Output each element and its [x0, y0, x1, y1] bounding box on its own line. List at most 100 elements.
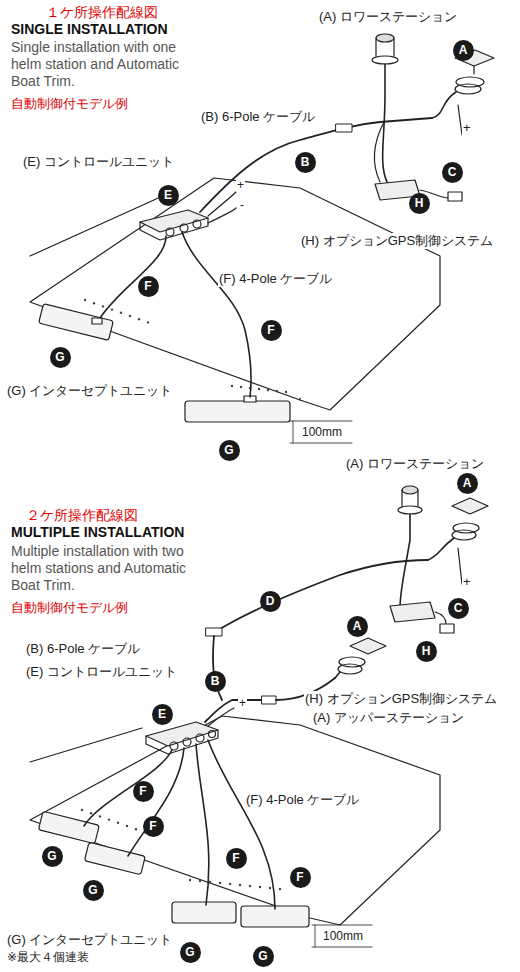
callout-badge: H	[416, 641, 437, 662]
part-label: 100mm	[301, 425, 343, 439]
part-label: (F) 4-Pole ケーブル	[245, 792, 360, 808]
callout-badge: G	[180, 942, 201, 963]
control-unit	[140, 192, 236, 240]
callout-letter: H	[415, 197, 424, 209]
part-label: (A) ロワーステーション	[318, 9, 458, 25]
callout-badge: E	[152, 704, 173, 725]
callout-badge: D	[260, 591, 281, 612]
mounting-hole	[240, 386, 242, 388]
callout-letter: G	[224, 444, 233, 456]
callout-letter: F	[139, 785, 146, 797]
mounting-hole	[259, 886, 261, 888]
callout-letter: A	[463, 477, 472, 489]
mounting-hole	[189, 879, 191, 881]
callout-badge: B	[295, 152, 316, 173]
callout-badge: C	[448, 598, 469, 619]
callout-letter: A	[353, 620, 362, 632]
callout-badge: G	[50, 347, 71, 368]
callout-letter: F	[232, 852, 239, 864]
mounting-hole	[258, 388, 260, 390]
mounting-hole	[126, 825, 128, 827]
part-label: ※最大４個連装	[6, 950, 90, 964]
part-label: (E) コントロールユニット	[25, 664, 178, 680]
mounting-hole	[129, 315, 131, 317]
part-label: (F) 4-Pole ケーブル	[218, 271, 333, 287]
callout-badge: G	[42, 846, 63, 867]
interceptor-unit	[39, 304, 290, 422]
callout-letter: C	[448, 166, 457, 178]
mounting-holes	[84, 299, 287, 393]
cable-6pole	[200, 118, 432, 212]
mounting-hole	[231, 385, 233, 387]
callout-badge: F	[138, 276, 159, 297]
control-unit	[146, 708, 234, 754]
mounting-hole	[249, 885, 251, 887]
mounting-hole	[120, 312, 122, 314]
section-heading: SINGLE INSTALLATION	[10, 21, 169, 38]
dimension-bracket	[312, 925, 372, 947]
mounting-hole	[269, 887, 271, 889]
callout-letter: B	[301, 156, 310, 168]
control-panel	[428, 498, 488, 584]
hull	[30, 178, 440, 410]
callout-letter: G	[185, 946, 194, 958]
callout-badge: F	[133, 781, 154, 802]
callout-badge: F	[143, 816, 164, 837]
mounting-hole	[135, 828, 137, 830]
mounting-hole	[219, 882, 221, 884]
mounting-hole	[276, 390, 278, 392]
part-label: ２ケ所操作配線図	[25, 507, 139, 524]
callout-badge: F	[290, 867, 311, 888]
callout-letter: F	[296, 871, 303, 883]
part-label: -	[239, 198, 245, 212]
mounting-hole	[108, 818, 110, 820]
callout-letter: H	[422, 645, 431, 657]
part-label: (B) 6-Pole ケーブル	[25, 641, 141, 657]
part-label: (A) アッパーステーション	[312, 710, 465, 726]
mounting-hole	[81, 809, 83, 811]
callout-letter: G	[258, 950, 267, 962]
cable-4pole	[84, 740, 275, 909]
callout-badge: E	[158, 185, 179, 206]
callout-badge: A	[453, 40, 474, 61]
control-panel	[432, 50, 494, 135]
callout-letter: B	[211, 675, 220, 687]
mounting-hole	[90, 812, 92, 814]
mounting-hole	[84, 299, 86, 301]
callout-badge: A	[457, 473, 478, 494]
mounting-hole	[93, 302, 95, 304]
part-label: (H) オプションGPS制御システム	[304, 691, 498, 707]
part-label: (B) 6-Pole ケーブル	[200, 109, 316, 125]
mounting-hole	[99, 815, 101, 817]
part-label: +	[462, 120, 472, 136]
part-label: (G) インターセプトユニット	[6, 383, 173, 399]
mounting-hole	[209, 881, 211, 883]
interceptor-unit	[38, 811, 309, 927]
mounting-holes	[81, 809, 281, 890]
callout-letter: E	[164, 189, 172, 201]
lower-station	[372, 34, 398, 184]
mounting-hole	[285, 391, 287, 393]
callout-badge: G	[219, 440, 240, 461]
callout-badge: F	[261, 320, 282, 341]
callout-letter: E	[158, 708, 166, 720]
mounting-hole	[267, 389, 269, 391]
part-label: 自動制御付モデル例	[10, 96, 129, 112]
callout-letter: A	[459, 44, 468, 56]
callout-badge: A	[347, 616, 368, 637]
part-label: (E) コントロールユニット	[22, 154, 175, 170]
callout-letter: D	[266, 595, 275, 607]
section-heading: MULTIPLE INSTALLATION	[10, 524, 185, 541]
part-label: 自動制御付モデル例	[10, 600, 129, 616]
part-label: 100mm	[322, 929, 364, 943]
section-description: Single installation with one helm statio…	[10, 39, 190, 89]
mounting-hole	[239, 884, 241, 886]
dimension-bracket	[290, 421, 352, 443]
section-description: Multiple installation with two helm stat…	[10, 543, 190, 593]
callout-letter: C	[454, 602, 463, 614]
mounting-hole	[279, 888, 281, 890]
gps-control	[390, 602, 454, 633]
